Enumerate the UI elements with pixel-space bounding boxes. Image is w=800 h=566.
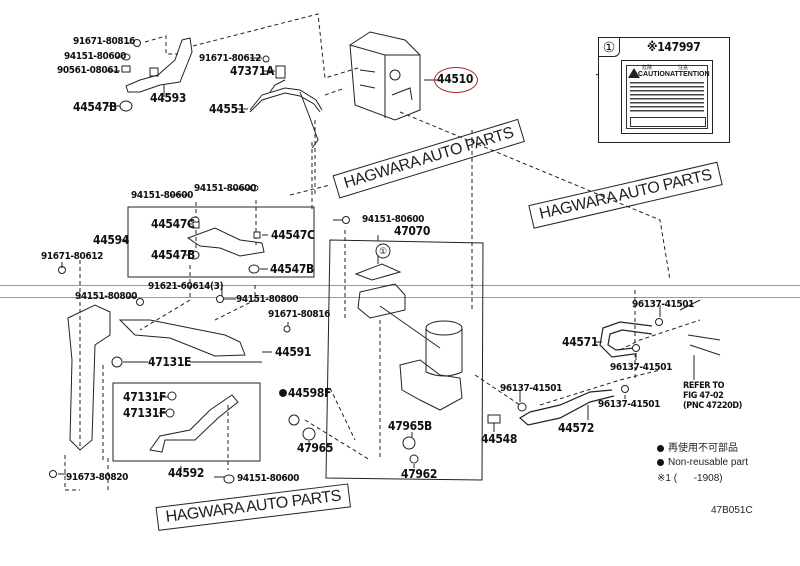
caution-sticker: 危険 注意 CAUTION ATTENTION [621,60,713,134]
part-label-nonreusable[interactable]: 44598F [288,386,332,400]
caution-sticker-frame [626,65,708,129]
legend-note: ※1 ( -1908) [657,473,723,484]
reservoir-drawing [679,299,721,356]
scan-line [0,297,800,298]
part-label[interactable]: 44547B [270,262,314,276]
part-label[interactable]: 96137-41501 [610,362,672,373]
callout-marker-1: ① [378,246,388,256]
part-label[interactable]: 96137-41501 [500,383,562,394]
scan-line [0,285,800,286]
legend: 再使用不可部品 Non-reusable part ※1 ( -1908) [657,442,748,486]
part-label[interactable]: 47371A [230,64,275,78]
bracket-44591-drawing [118,319,246,357]
bolt-91671-80612 [262,55,270,63]
part-label[interactable]: 44572 [558,421,595,435]
part-label[interactable]: 96137-41501 [598,399,660,410]
nonreusable-dot [279,389,287,397]
part-label[interactable]: 91621-60614(3) [148,281,224,292]
caution-triangle-icon [628,68,640,78]
part-label[interactable]: 94151-80600 [194,183,256,194]
box-47070 [325,239,484,481]
label-callout-box: ① ※147997 危険 注意 CAUTION ATTENTION [598,37,730,143]
part-label[interactable]: 47131F [123,390,167,404]
attention-heading-jp: 注意 [678,65,689,71]
part-label[interactable]: 47962 [401,467,438,481]
pipe-44551-drawing [249,79,323,149]
reference-note-line: (PNC 47220D) [683,401,742,411]
part-label[interactable]: 91673-80820 [66,472,128,483]
legend-item-nonreusable-jp: 再使用不可部品 [657,442,748,456]
box-44594 [127,206,315,278]
part-label[interactable]: 94151-80600 [237,473,299,484]
bracket-44592-drawing [149,394,239,453]
part-label[interactable]: 91671-80612 [199,53,261,64]
leader-lines [58,42,695,478]
figure-id: 47B051C [711,505,753,516]
hose-44572-drawing [518,389,615,426]
bracket-44594-drawing [186,227,265,257]
part-label[interactable]: 44571 [562,335,599,349]
callout-circle-1 [375,243,391,259]
part-label[interactable]: 44547C [151,217,195,231]
caution-text-block [630,82,704,112]
part-label[interactable]: 96137-41501 [632,299,694,310]
part-label[interactable]: 47965 [297,441,334,455]
dashed-connectors [64,13,701,492]
part-label[interactable]: 44547B [73,100,117,114]
part-label[interactable]: 44594 [93,233,130,247]
part-label-highlighted[interactable]: 44510 [437,72,474,86]
part-label[interactable]: 47965B [388,419,432,433]
reference-note-line: FIG 47-02 [683,391,724,401]
part-label[interactable]: 44592 [168,466,205,480]
part-label[interactable]: 91671-80816 [268,309,330,320]
bracket-44593-drawing [125,37,193,93]
part-label[interactable]: 44551 [209,102,246,116]
part-label[interactable]: 44591 [275,345,312,359]
legend-item-nonreusable-en: Non-reusable part [657,456,748,470]
part-label[interactable]: 47070 [394,224,431,238]
bracket-47131-drawing [67,304,111,451]
nonreusable-dot-icon [657,444,664,452]
reference-note-line: REFER TO [683,381,725,391]
highlight-ring-44510 [434,67,478,93]
hose-44571-drawing [599,321,653,358]
actuator-44510-drawing [349,31,421,121]
caution-heading-jp: 危険 [642,65,653,71]
part-label[interactable]: 44593 [150,91,187,105]
fasteners [49,39,663,484]
part-label[interactable]: 94151-80800 [75,291,137,302]
part-label[interactable]: 47131E [148,355,192,369]
pump-47070-drawing [354,263,463,411]
part-label[interactable]: 47131F [123,406,167,420]
part-label[interactable]: 44548 [481,432,518,446]
part-label[interactable]: 94151-80600 [362,214,424,225]
part-label[interactable]: 44547C [271,228,315,242]
part-label[interactable]: 91671-80612 [41,251,103,262]
part-label[interactable]: 94151-80600 [64,51,126,62]
attention-heading: ATTENTION [670,71,710,78]
part-label[interactable]: 90561-08061 [57,65,119,76]
caution-heading: CAUTION [638,71,670,78]
nonreusable-dot-icon [657,458,664,466]
part-label[interactable]: 94151-80600 [131,190,193,201]
part-label[interactable]: 91671-80816 [73,36,135,47]
box-44592 [112,382,261,462]
caution-bottom-bar [630,117,706,127]
label-part-number: ※147997 [647,40,701,54]
label-callout-marker: ① [598,37,620,57]
part-label[interactable]: 44547B [151,248,195,262]
part-label[interactable]: 94151-80800 [236,294,298,305]
